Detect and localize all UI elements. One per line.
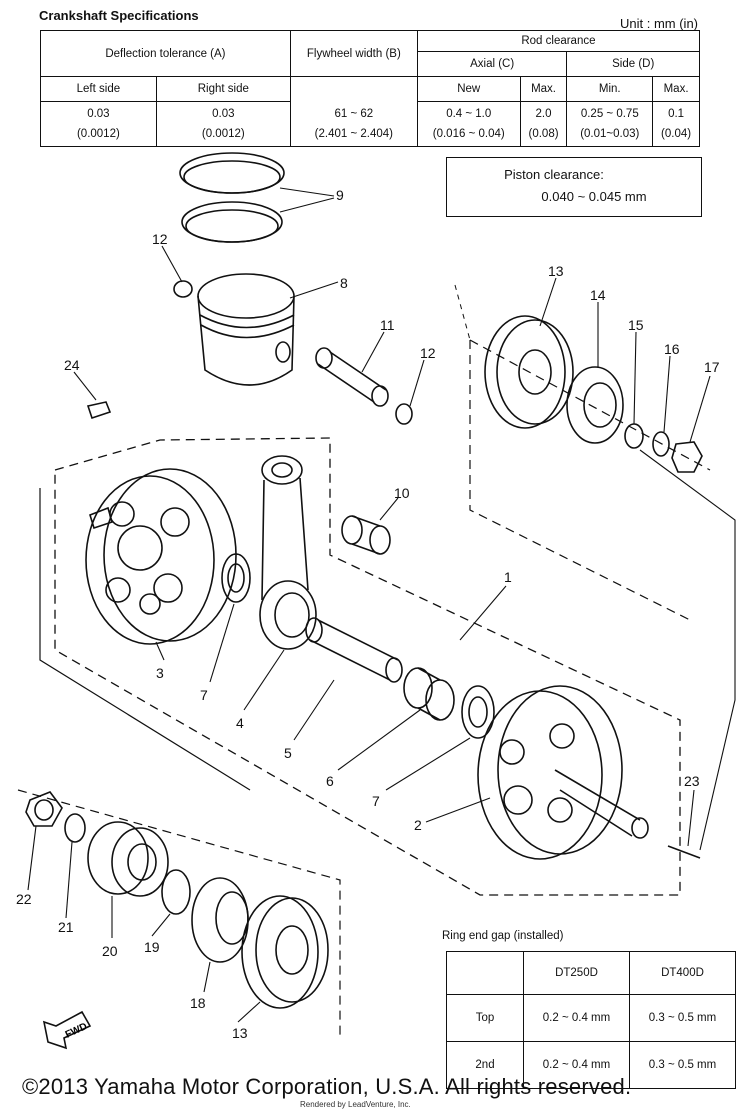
part-label-6: 6 (326, 773, 334, 789)
rendered-by: Rendered by LeadVenture, Inc. (300, 1100, 411, 1109)
part-label-15: 15 (628, 317, 644, 333)
circlip-right (395, 403, 413, 425)
piston-clearance-value: 0.040 ~ 0.045 mm (541, 189, 647, 204)
row-top-label: Top (446, 994, 524, 1042)
part-label-13b: 13 (232, 1025, 248, 1041)
needle-bearing-small (341, 515, 363, 545)
part-label-8: 8 (340, 275, 348, 291)
fwd-label: FWD (64, 1021, 89, 1041)
piston-clearance-label: Piston clearance: (504, 167, 604, 182)
nut-22 (25, 791, 63, 827)
part-label-22: 22 (16, 891, 32, 907)
part-label-19: 19 (144, 939, 160, 955)
part-label-11: 11 (380, 317, 395, 333)
connecting-rod (259, 455, 317, 650)
piston (197, 273, 295, 386)
part-label-18: 18 (190, 995, 206, 1011)
left-flywheel (85, 468, 237, 645)
side-header: Side (D) (566, 51, 700, 77)
left-side-value: 0.03(0.0012) (40, 101, 157, 147)
col-dt250d: DT250D (523, 951, 630, 995)
circlip-left (173, 280, 193, 298)
part-label-4: 4 (236, 715, 244, 731)
oil-seal-18 (191, 877, 249, 963)
part-label-7b: 7 (372, 793, 380, 809)
left-side-header: Left side (40, 76, 157, 102)
part-label-12a: 12 (152, 231, 168, 247)
ring-gap-caption: Ring end gap (installed) (442, 930, 564, 942)
side-max-value: 0.1(0.04) (652, 101, 700, 147)
row-2nd-dt400d: 0.3 ~ 0.5 mm (629, 1041, 736, 1089)
max-header: Max. (519, 76, 568, 102)
thrust-washer-right (461, 685, 495, 739)
part-label-2: 2 (414, 817, 422, 833)
side-min-value: 0.25 ~ 0.75(0.01~0.03) (566, 101, 654, 147)
row-2nd-label: 2nd (446, 1041, 524, 1089)
nut-17 (671, 441, 703, 473)
part-label-12b: 12 (420, 345, 436, 361)
woodruff-key (86, 401, 112, 420)
part-label-17: 17 (704, 359, 720, 375)
flywheel-value: 61 ~ 62(2.401 ~ 2.404) (289, 101, 418, 147)
min-header: Min. (566, 76, 654, 102)
axial-new-value: 0.4 ~ 1.0(0.016 ~ 0.04) (416, 101, 521, 147)
copyright: ©2013 Yamaha Motor Corporation, U.S.A. A… (22, 1074, 632, 1099)
right-side-value: 0.03(0.0012) (155, 101, 291, 147)
part-label-1: 1 (504, 569, 512, 585)
part-label-23: 23 (684, 773, 700, 789)
oil-seal-14 (566, 366, 624, 444)
col-dt400d: DT400D (629, 951, 736, 995)
bearing-13-right (484, 315, 574, 429)
spec-title: Crankshaft Specifications (39, 8, 199, 23)
part-label-24: 24 (64, 357, 80, 373)
max2-header: Max. (652, 76, 700, 102)
part-label-5: 5 (284, 745, 292, 761)
unit-label: Unit : mm (in) (620, 16, 698, 31)
washer-15 (624, 423, 644, 449)
piston-clearance-box: Piston clearance: 0.040 ~ 0.045 mm (446, 157, 702, 217)
axial-header: Axial (C) (416, 51, 568, 77)
part-label-14: 14 (590, 287, 606, 303)
key-right (667, 845, 701, 859)
crankshaft-spec-table: Deflection tolerance (A) Flywheel width … (40, 30, 701, 147)
part-label-10: 10 (394, 485, 410, 501)
o-ring-19 (161, 869, 191, 915)
fwd-arrow-icon (42, 1010, 92, 1050)
row-top-dt400d: 0.3 ~ 0.5 mm (629, 994, 736, 1042)
piston-rings (179, 152, 285, 243)
lock-washer-21 (64, 813, 86, 843)
primary-gear-20 (87, 821, 169, 897)
part-label-3: 3 (156, 665, 164, 681)
part-label-20: 20 (102, 943, 118, 959)
crank-assembly-frame (54, 437, 681, 896)
deflection-header: Deflection tolerance (A) (40, 30, 291, 77)
thrust-washer-left (221, 553, 251, 603)
row-top-dt250d: 0.2 ~ 0.4 mm (523, 994, 630, 1042)
part-label-21: 21 (58, 919, 74, 935)
ring-gap-table: DT250D DT400D Top 0.2 ~ 0.4 mm 0.3 ~ 0.5… (446, 951, 736, 1089)
right-flywheel (477, 685, 649, 860)
row-2nd-dt250d: 0.2 ~ 0.4 mm (523, 1041, 630, 1089)
part-label-9: 9 (336, 187, 344, 203)
axial-max-value: 2.0(0.08) (519, 101, 568, 147)
wrist-pin (317, 351, 387, 403)
crank-pin (309, 619, 399, 681)
new-header: New (416, 76, 521, 102)
part-label-16: 16 (664, 341, 680, 357)
part-label-7a: 7 (200, 687, 208, 703)
lock-washer-16 (652, 431, 670, 457)
bearing-13-left (241, 895, 329, 1009)
part-label-13a: 13 (548, 263, 564, 279)
